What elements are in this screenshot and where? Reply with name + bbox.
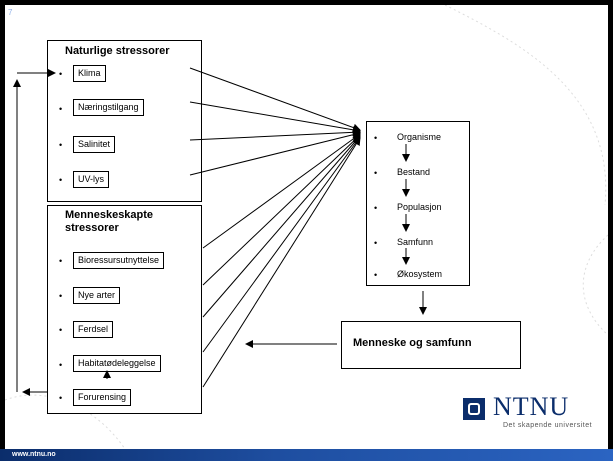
bullet: •	[59, 104, 63, 114]
level-populasjon: Populasjon	[397, 202, 442, 212]
arrow-bioressursutnyttelse	[202, 133, 361, 249]
slide-content: 7 Naturlige stressorer • Klima • Nærings…	[5, 5, 608, 449]
bullet: •	[59, 291, 63, 301]
stressor-ferdsel: Ferdsel	[73, 321, 114, 338]
bullet: •	[374, 133, 378, 143]
natural-stressors-box	[47, 40, 202, 202]
arrow-naeringstilgang	[189, 101, 361, 134]
arrow-forurensing	[202, 137, 361, 388]
human-stressors-title-line2: stressorer	[65, 222, 119, 234]
level-bestand: Bestand	[397, 167, 431, 177]
level-organisme: Organisme	[397, 132, 442, 142]
bullet: •	[59, 175, 63, 185]
arrow-ferdsel	[202, 135, 361, 318]
arrow-habitatodeleggelse	[202, 136, 361, 353]
stressor-bioressursutnyttelse: Bioressursutnyttelse	[73, 252, 165, 269]
human-stressors-box	[47, 205, 202, 414]
bullet: •	[374, 168, 378, 178]
stressor-nye-arter: Nye arter	[73, 287, 121, 304]
arrow-uv-lys	[189, 130, 361, 176]
bullet: •	[59, 325, 63, 335]
stressor-klima: Klima	[73, 65, 106, 82]
bullet: •	[59, 393, 63, 403]
stressor-forurensing: Forurensing	[73, 389, 132, 406]
stressor-uv-lys: UV-lys	[73, 171, 110, 188]
society-label: Menneske og samfunn	[353, 337, 472, 349]
footer-url[interactable]: www.ntnu.no	[12, 451, 56, 458]
connectors	[13, 67, 427, 396]
bullet: •	[59, 256, 63, 266]
ntnu-logo-mark	[463, 398, 485, 420]
slide-number: 7	[8, 8, 13, 17]
bullet: •	[374, 270, 378, 280]
human-stressors-title-line1: Menneskeskapte	[65, 209, 154, 221]
stressor-naeringstilgang: Næringstilgang	[73, 99, 144, 116]
bullet: •	[59, 360, 63, 370]
ntnu-logo: NTNU Det skapende universitet	[463, 393, 608, 437]
levels-box	[366, 121, 470, 286]
level-samfunn: Samfunn	[397, 237, 434, 247]
stressor-salinitet: Salinitet	[73, 136, 116, 153]
bullet: •	[374, 203, 378, 213]
arrow-nye-arter	[202, 134, 361, 286]
footer-bar: www.ntnu.no	[0, 449, 613, 461]
arrow-klima	[189, 67, 361, 132]
ntnu-tagline: Det skapende universitet	[503, 422, 593, 429]
arrow-salinitet	[189, 128, 361, 141]
natural-stressors-title: Naturlige stressorer	[65, 45, 170, 57]
bullet: •	[374, 238, 378, 248]
ntnu-logo-text: NTNU	[493, 392, 570, 421]
bullet: •	[59, 69, 63, 79]
bullet: •	[59, 140, 63, 150]
society-box	[341, 321, 521, 369]
level-okosystem: Økosystem	[397, 269, 443, 279]
stressor-habitatodeleggelse: Habitatødeleggelse	[73, 355, 161, 372]
